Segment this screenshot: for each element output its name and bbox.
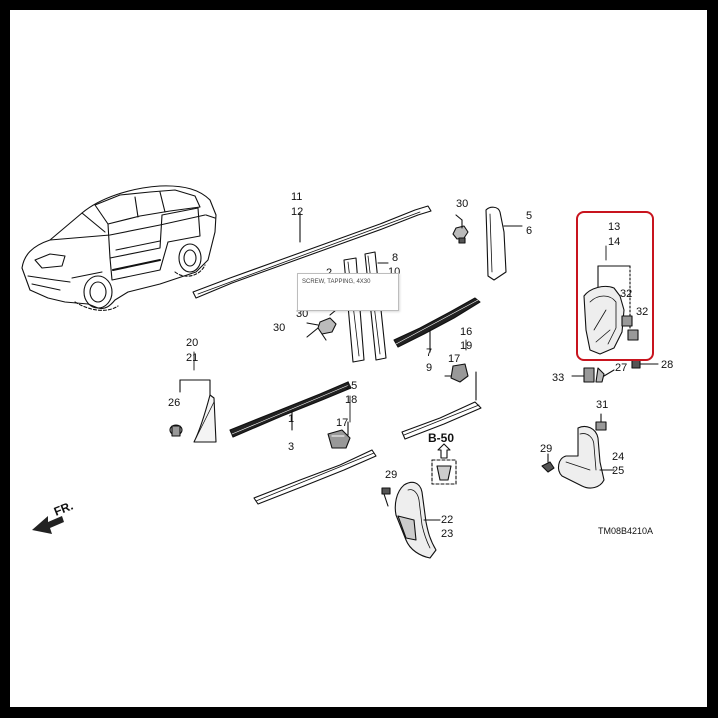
callout-28: 28	[661, 359, 673, 371]
callout-24: 24	[612, 451, 624, 463]
front-mudguard	[394, 481, 441, 559]
fasteners-27-28-33	[571, 359, 659, 383]
callout-30-top: 30	[456, 198, 468, 210]
diagram-code: TM08B4210A	[598, 526, 653, 536]
callout-17-right: 17	[448, 353, 460, 365]
callout-1: 1	[288, 413, 294, 425]
front-door-molding	[229, 381, 352, 438]
callout-29-left: 29	[385, 469, 397, 481]
clip-17-right	[444, 363, 469, 383]
rear-mudguard	[557, 425, 615, 489]
mirror-corner-garnish	[169, 379, 217, 443]
rear-pillar-trim	[485, 206, 523, 281]
callout-3: 3	[288, 441, 294, 453]
callout-19: 19	[460, 340, 472, 352]
callout-30-mid: 30	[273, 322, 285, 334]
callout-7: 7	[426, 347, 432, 359]
leader-lines	[193, 245, 607, 423]
reference-b50: B-50	[428, 431, 454, 445]
callout-15: 15	[345, 380, 357, 392]
callout-29-right: 29	[540, 443, 552, 455]
clip-30-top	[452, 214, 469, 244]
reference-b50-arrow	[431, 443, 457, 485]
callout-5: 5	[526, 210, 532, 222]
callout-8: 8	[392, 252, 398, 264]
direction-label: FR.	[52, 499, 75, 519]
callout-32-b: 32	[636, 306, 648, 318]
clip-30-mid	[306, 309, 337, 341]
callout-20: 20	[186, 337, 198, 349]
tooltip-text: SCREW, TAPPING, 4X30	[302, 279, 371, 285]
side-sill-molding	[253, 421, 377, 505]
callout-23: 23	[441, 528, 453, 540]
parts-diagram: 11 12 30 5 6 13 14 2 8 10 30 30 20 21 7 …	[10, 10, 707, 707]
callout-21: 21	[186, 352, 198, 364]
roof-molding	[192, 205, 432, 299]
callout-14: 14	[608, 236, 620, 248]
callout-25: 25	[612, 465, 624, 477]
callout-32-a: 32	[620, 288, 632, 300]
callout-9: 9	[426, 362, 432, 374]
callout-11: 11	[291, 191, 302, 203]
screw-29-right	[541, 453, 555, 473]
front-direction-arrow	[32, 516, 64, 534]
callout-18: 18	[345, 394, 357, 406]
clip-31	[595, 413, 607, 431]
door-upper-molding	[393, 297, 481, 353]
callout-13: 13	[608, 221, 620, 233]
callout-26: 26	[168, 397, 180, 409]
callout-6: 6	[526, 225, 532, 237]
callout-27: 27	[615, 362, 627, 374]
callout-22: 22	[441, 514, 453, 526]
callout-33: 33	[552, 372, 564, 384]
screw-29-left	[381, 487, 391, 507]
part-tooltip: SCREW, TAPPING, 4X30	[297, 273, 399, 311]
callout-16: 16	[460, 326, 472, 338]
rear-door-molding	[401, 371, 482, 440]
clip-17-left	[327, 429, 351, 449]
callout-31: 31	[596, 399, 608, 411]
car-illustration	[21, 185, 217, 311]
callout-17-left: 17	[336, 417, 348, 429]
callout-30-mid-top: 30	[296, 308, 308, 320]
callout-12: 12	[291, 206, 303, 218]
rear-splash-guard	[583, 265, 639, 355]
highlight-box	[576, 211, 654, 361]
